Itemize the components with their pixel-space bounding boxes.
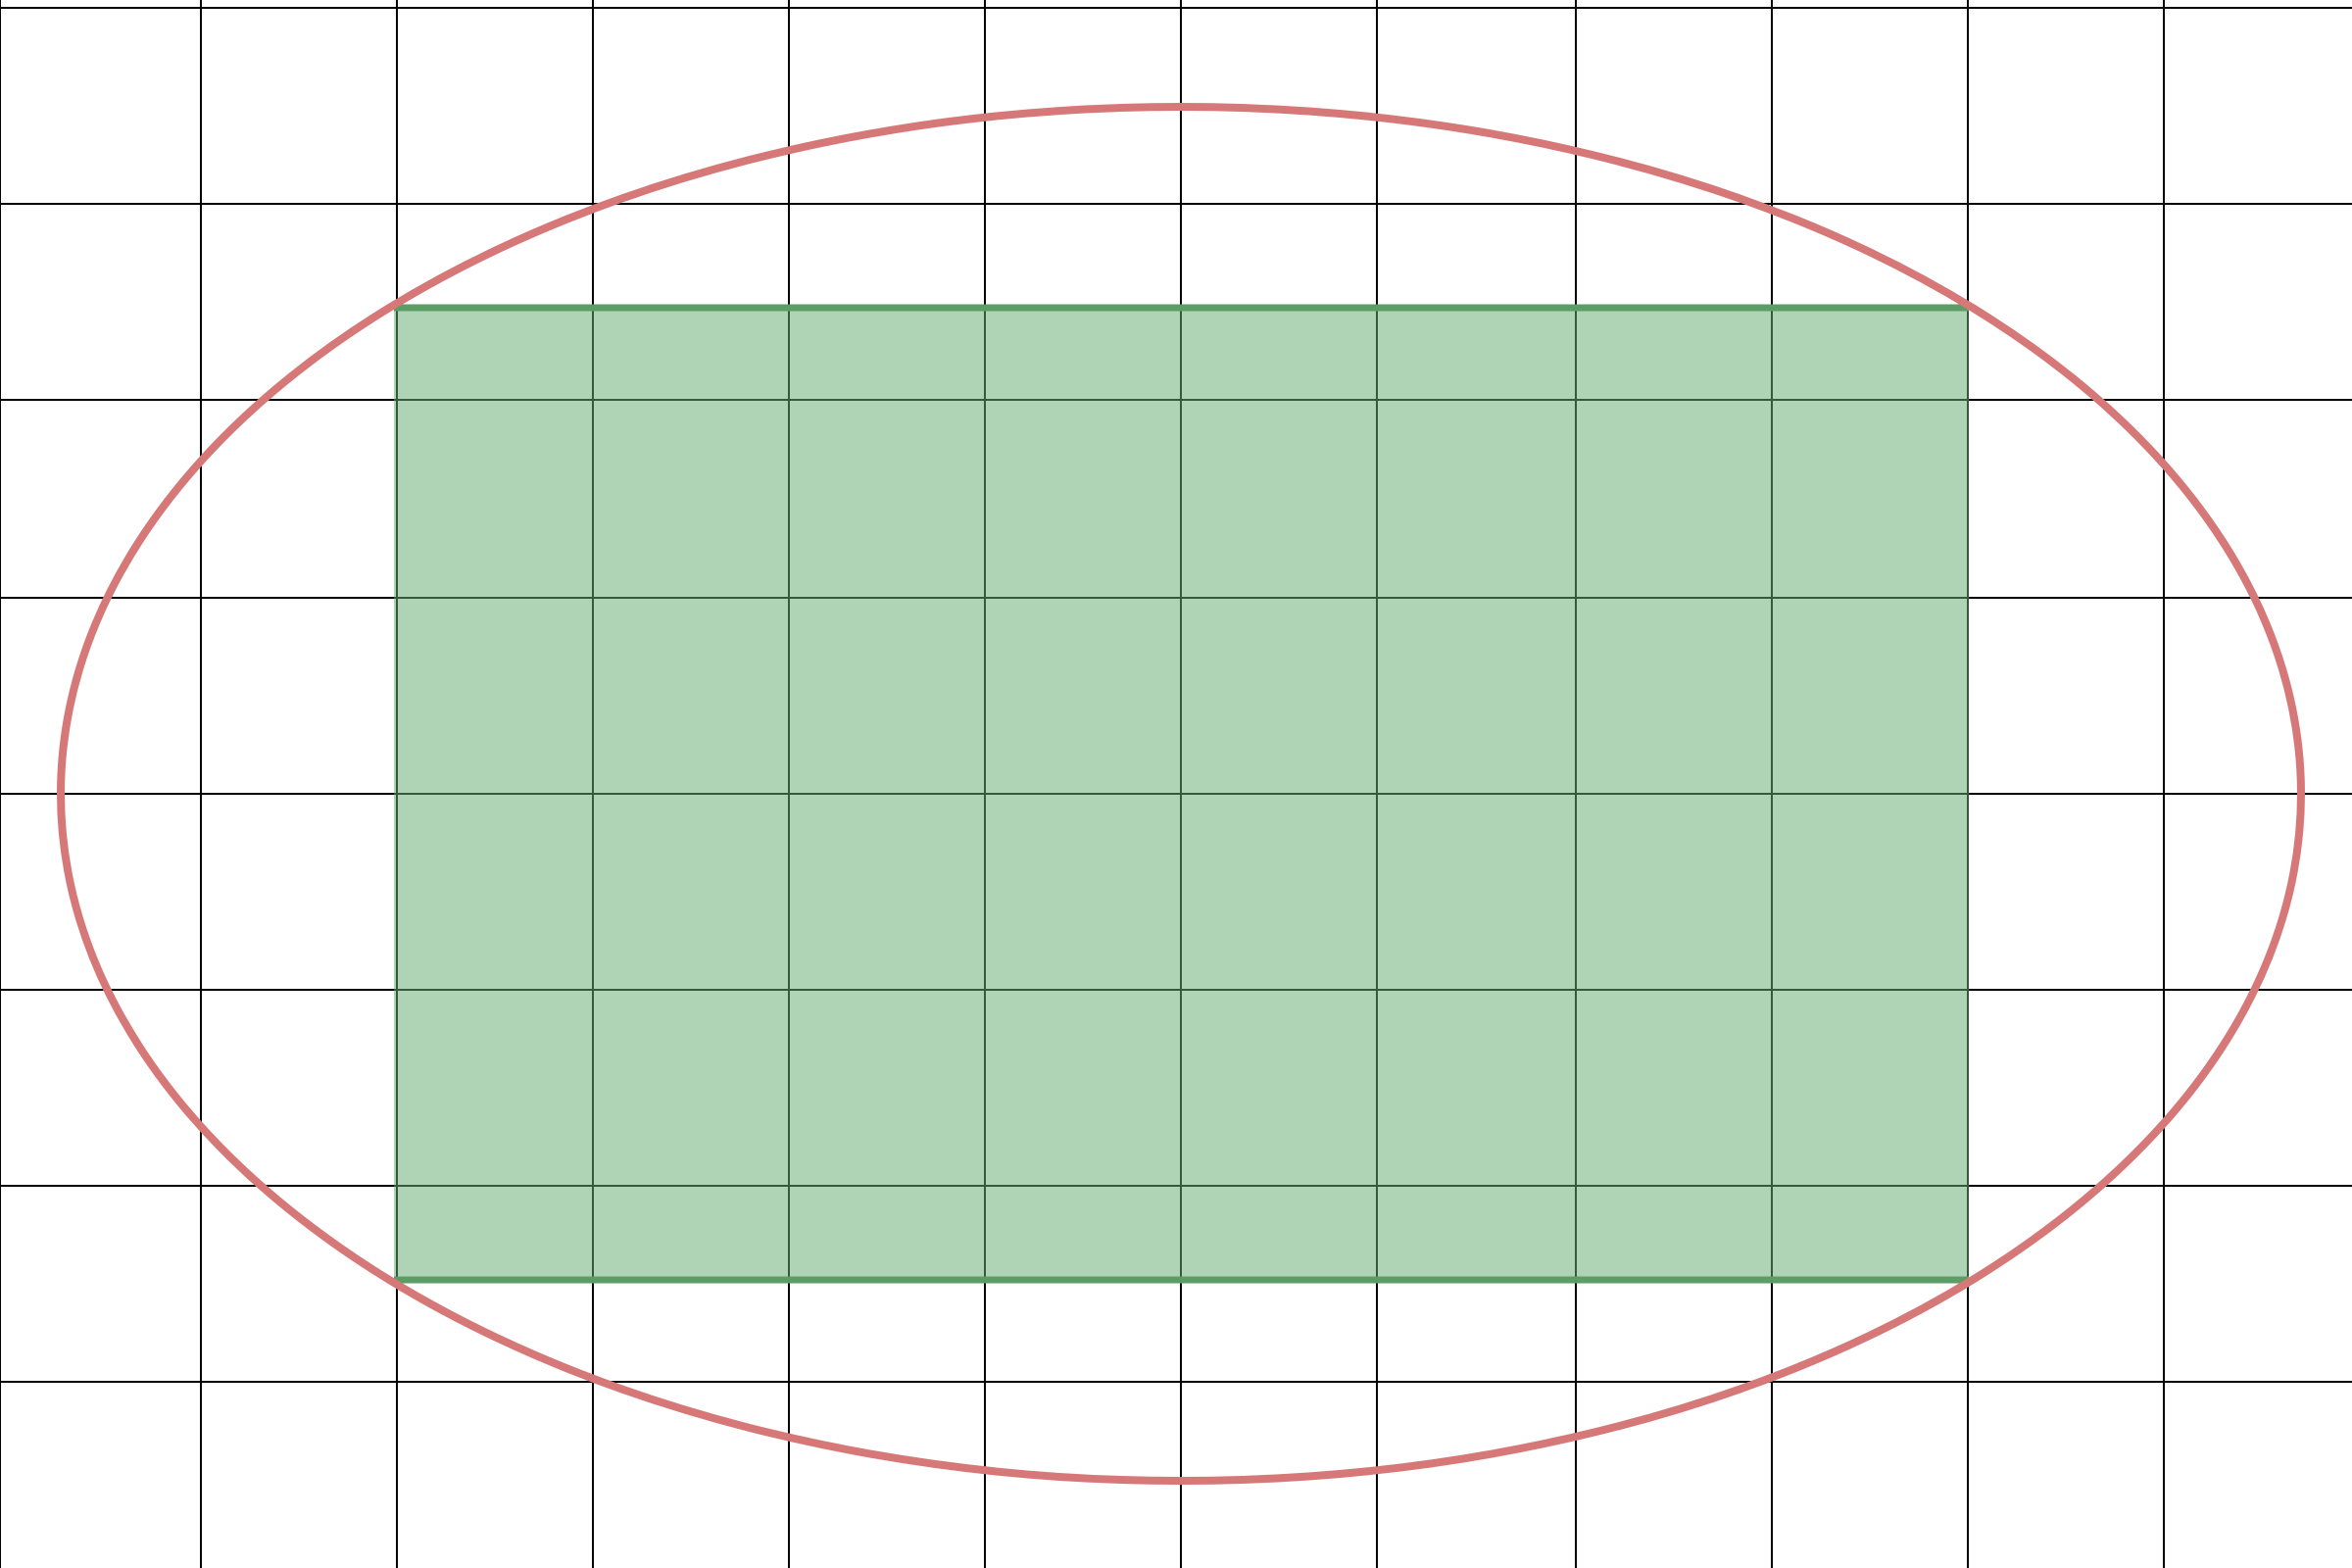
inscribed-rectangle <box>394 308 1969 1280</box>
ellipse-outline <box>57 103 2305 1485</box>
